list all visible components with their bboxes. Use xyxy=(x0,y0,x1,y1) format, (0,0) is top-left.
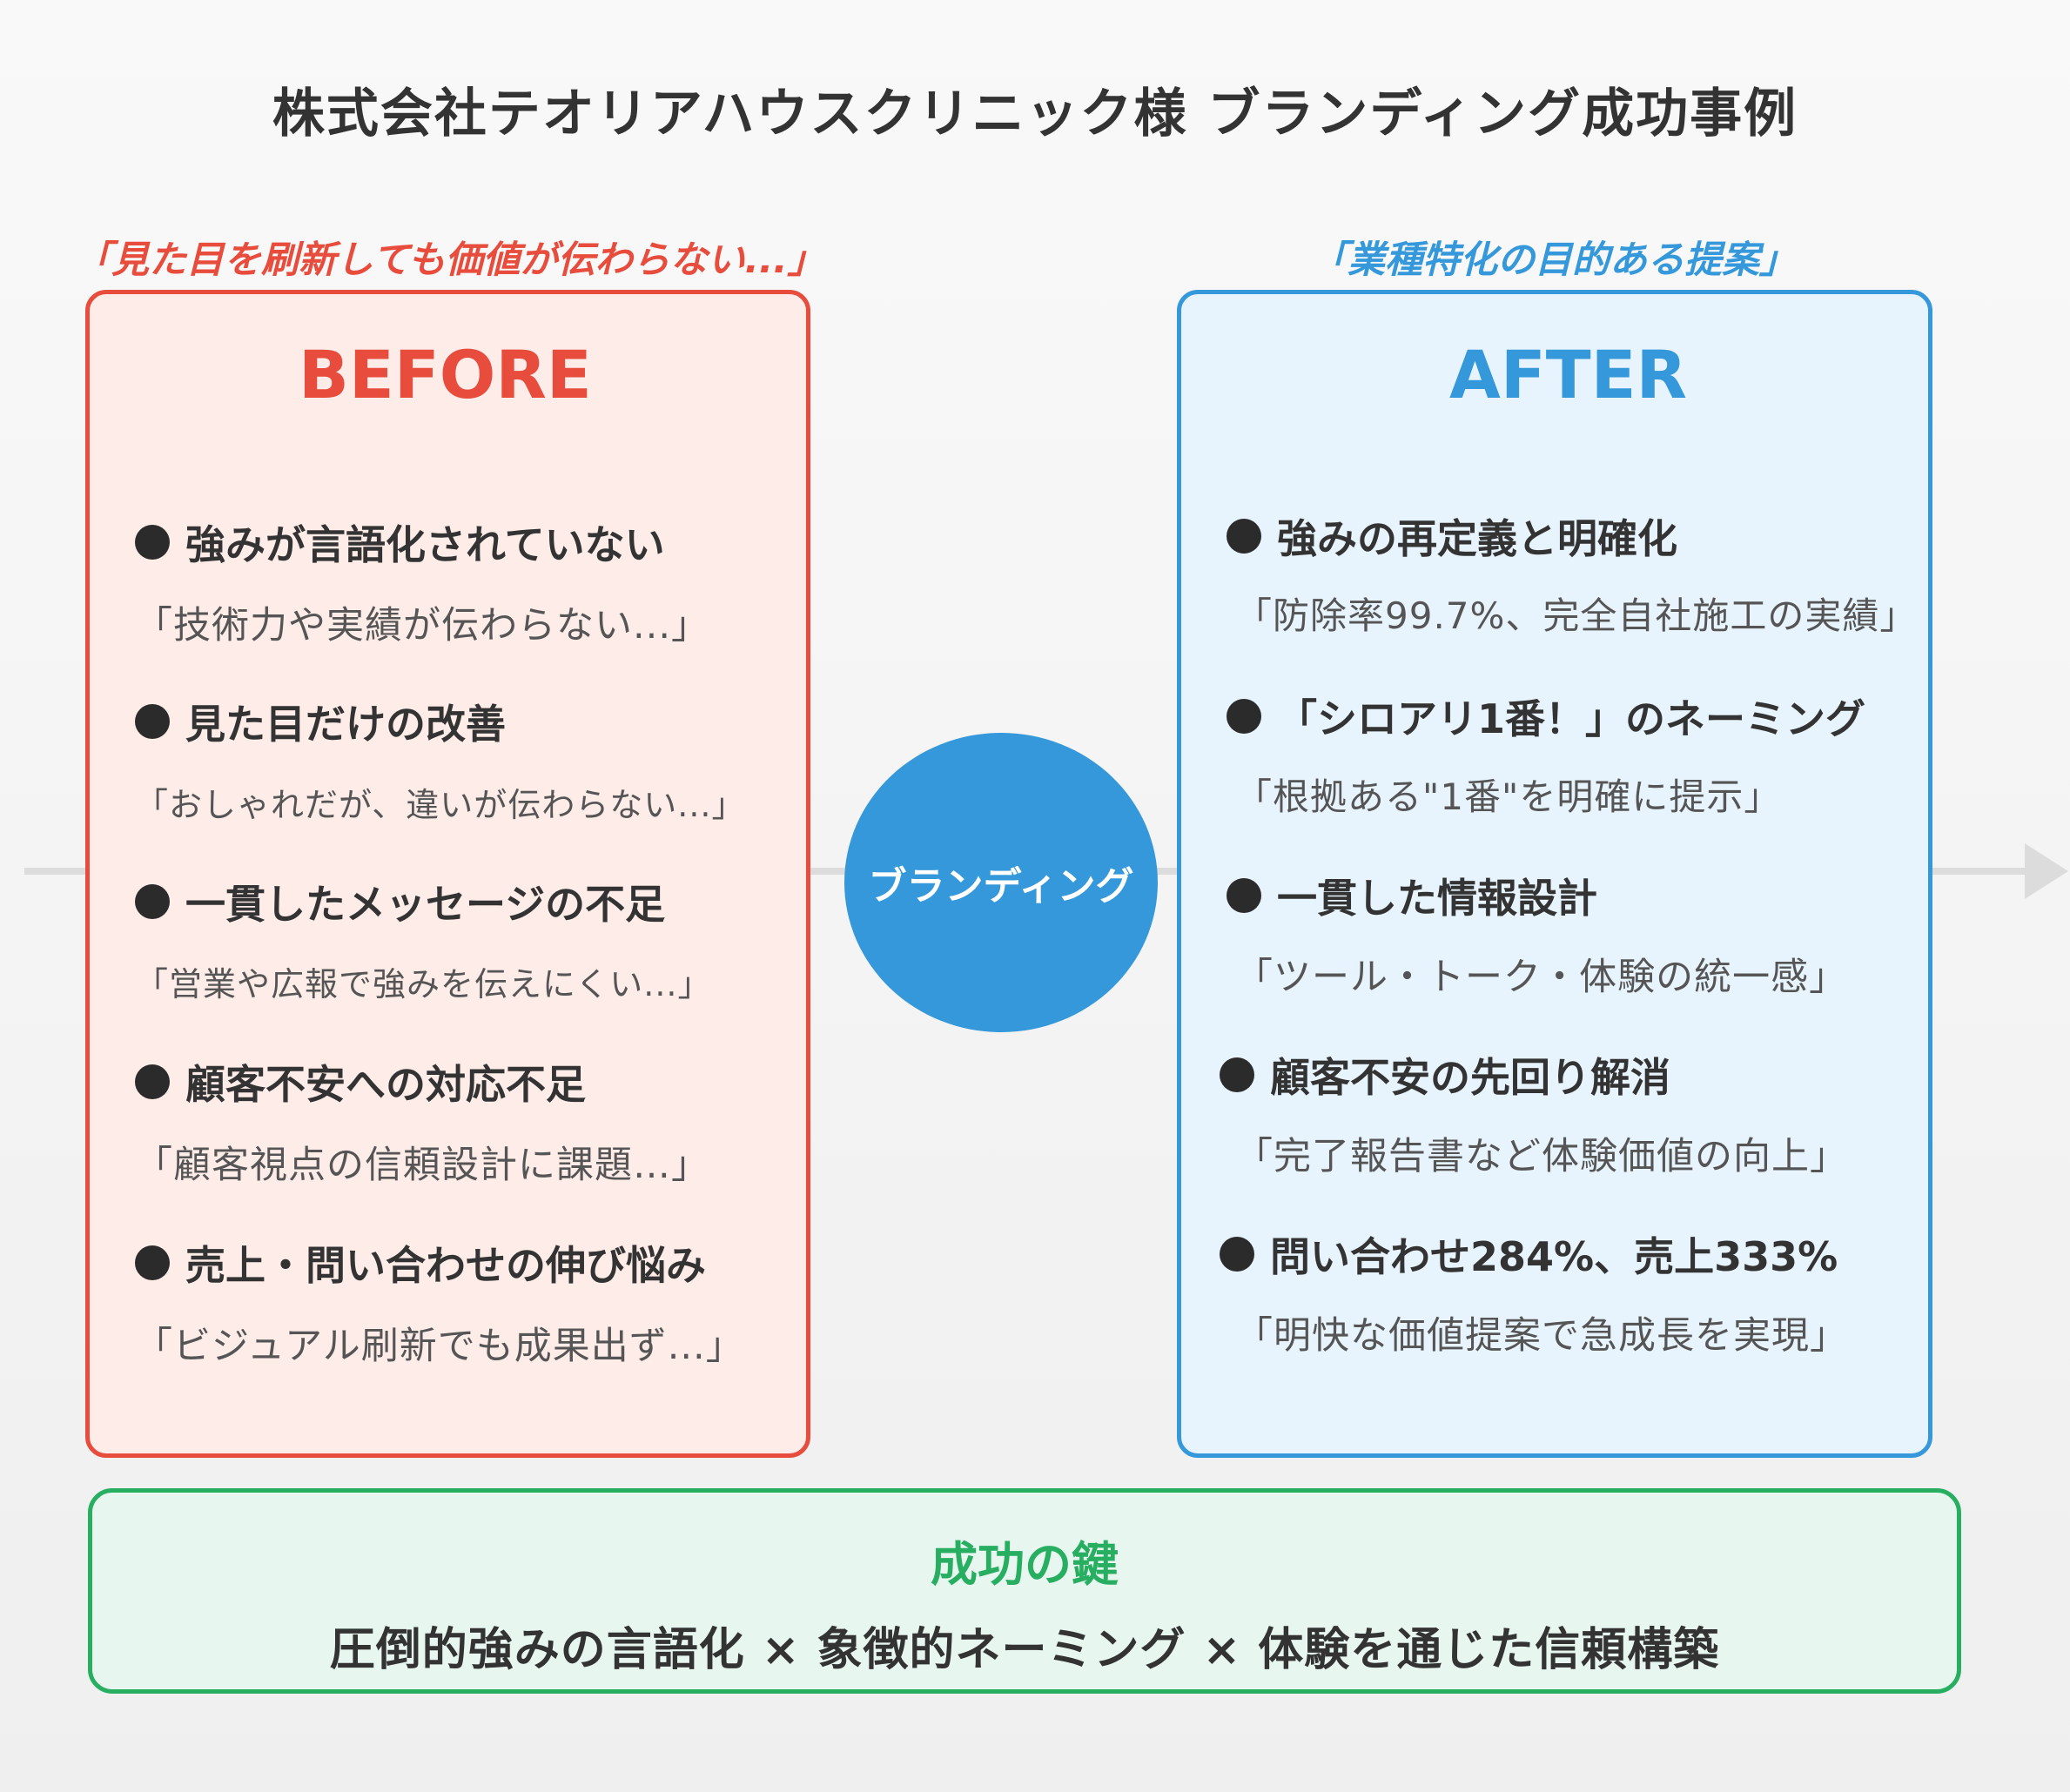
bullet-icon xyxy=(135,884,170,919)
before-panel: BEFORE 強みが言語化されていない 「技術力や実績が伝わらない...」 見た… xyxy=(85,290,810,1458)
before-point-label: 強みが言語化されていない xyxy=(185,521,665,568)
before-point-1: 強みが言語化されていない xyxy=(135,513,665,571)
arrow-head-icon xyxy=(2025,843,2068,899)
after-point-label: 一貫した情報設計 xyxy=(1277,875,1597,922)
after-panel: AFTER 強みの再定義と明確化 「防除率99.7%、完全自社施工の実績」 「シ… xyxy=(1177,290,1932,1458)
before-heading: BEFORE xyxy=(299,336,592,413)
after-heading: AFTER xyxy=(1449,336,1688,413)
after-point-label: 顧客不安の先回り解消 xyxy=(1270,1054,1670,1101)
before-point-3: 一貫したメッセージの不足 xyxy=(135,873,665,930)
after-detail-4: 「完了報告書など体験価値の向上」 xyxy=(1235,1135,1848,1178)
before-detail-4: 「顧客視点の信頼設計に課題…」 xyxy=(135,1144,709,1187)
after-detail-2: 「根拠ある"1番"を明確に提示」 xyxy=(1235,775,1782,818)
branding-label: ブランディング xyxy=(868,864,1134,909)
success-key-title: 成功の鍵 xyxy=(931,1537,1119,1592)
after-detail-1: 「防除率99.7%、完全自社施工の実績」 xyxy=(1235,594,1918,637)
bullet-icon xyxy=(1227,519,1261,554)
before-point-label: 見た目だけの改善 xyxy=(185,701,506,748)
after-point-2: 「シロアリ1番！」のネーミング xyxy=(1227,688,1865,745)
after-point-1: 強みの再定義と明確化 xyxy=(1227,507,1677,565)
before-quote: 「見た目を刷新しても価値が伝わらない...」 xyxy=(74,238,825,282)
before-point-label: 顧客不安への対応不足 xyxy=(185,1061,586,1108)
bullet-icon xyxy=(1220,1057,1254,1092)
after-detail-5: 「明快な価値提案で急成長を実現」 xyxy=(1235,1314,1848,1358)
before-detail-1: 「技術力や実績が伝わらない...」 xyxy=(135,604,710,648)
bullet-icon xyxy=(135,704,170,739)
after-detail-3: 「ツール・トーク・体験の統一感」 xyxy=(1235,956,1848,999)
bullet-icon xyxy=(1220,1237,1254,1272)
bullet-icon xyxy=(135,525,170,560)
before-point-label: 売上・問い合わせの伸び悩み xyxy=(185,1242,706,1289)
bullet-icon xyxy=(135,1245,170,1280)
before-detail-2: 「おしゃれだが、違いが伝わらない...」 xyxy=(135,786,746,824)
after-point-4: 顧客不安の先回り解消 xyxy=(1220,1046,1670,1104)
before-detail-3: 「営業や広報で強みを伝えにくい...」 xyxy=(135,965,712,1003)
bullet-icon xyxy=(1227,699,1261,734)
bullet-icon xyxy=(135,1064,170,1099)
after-point-label: 「シロアリ1番！」のネーミング xyxy=(1277,695,1866,742)
bullet-icon xyxy=(1227,878,1261,913)
before-detail-5: 「ビジュアル刷新でも成果出ず...」 xyxy=(135,1325,744,1368)
after-point-3: 一貫した情報設計 xyxy=(1227,867,1597,924)
before-point-4: 顧客不安への対応不足 xyxy=(135,1053,586,1111)
success-key-text: 圧倒的強みの言語化 × 象徴的ネーミング × 体験を通じた信頼構築 xyxy=(329,1624,1720,1676)
after-point-label: 強みの再定義と明確化 xyxy=(1277,515,1677,562)
success-key-box: 成功の鍵 圧倒的強みの言語化 × 象徴的ネーミング × 体験を通じた信頼構築 xyxy=(88,1488,1961,1694)
branding-circle: ブランディング xyxy=(844,733,1158,1032)
after-point-5: 問い合わせ284%、売上333% xyxy=(1220,1225,1838,1283)
before-point-5: 売上・問い合わせの伸び悩み xyxy=(135,1234,706,1292)
before-point-2: 見た目だけの改善 xyxy=(135,693,506,750)
page-title: 株式会社テオリアハウスクリニック様 ブランディング成功事例 xyxy=(272,84,1798,144)
before-point-label: 一貫したメッセージの不足 xyxy=(185,881,666,928)
after-point-label: 問い合わせ284%、売上333% xyxy=(1270,1233,1838,1280)
after-quote: 「業種特化の目的ある提案」 xyxy=(1310,238,1797,282)
